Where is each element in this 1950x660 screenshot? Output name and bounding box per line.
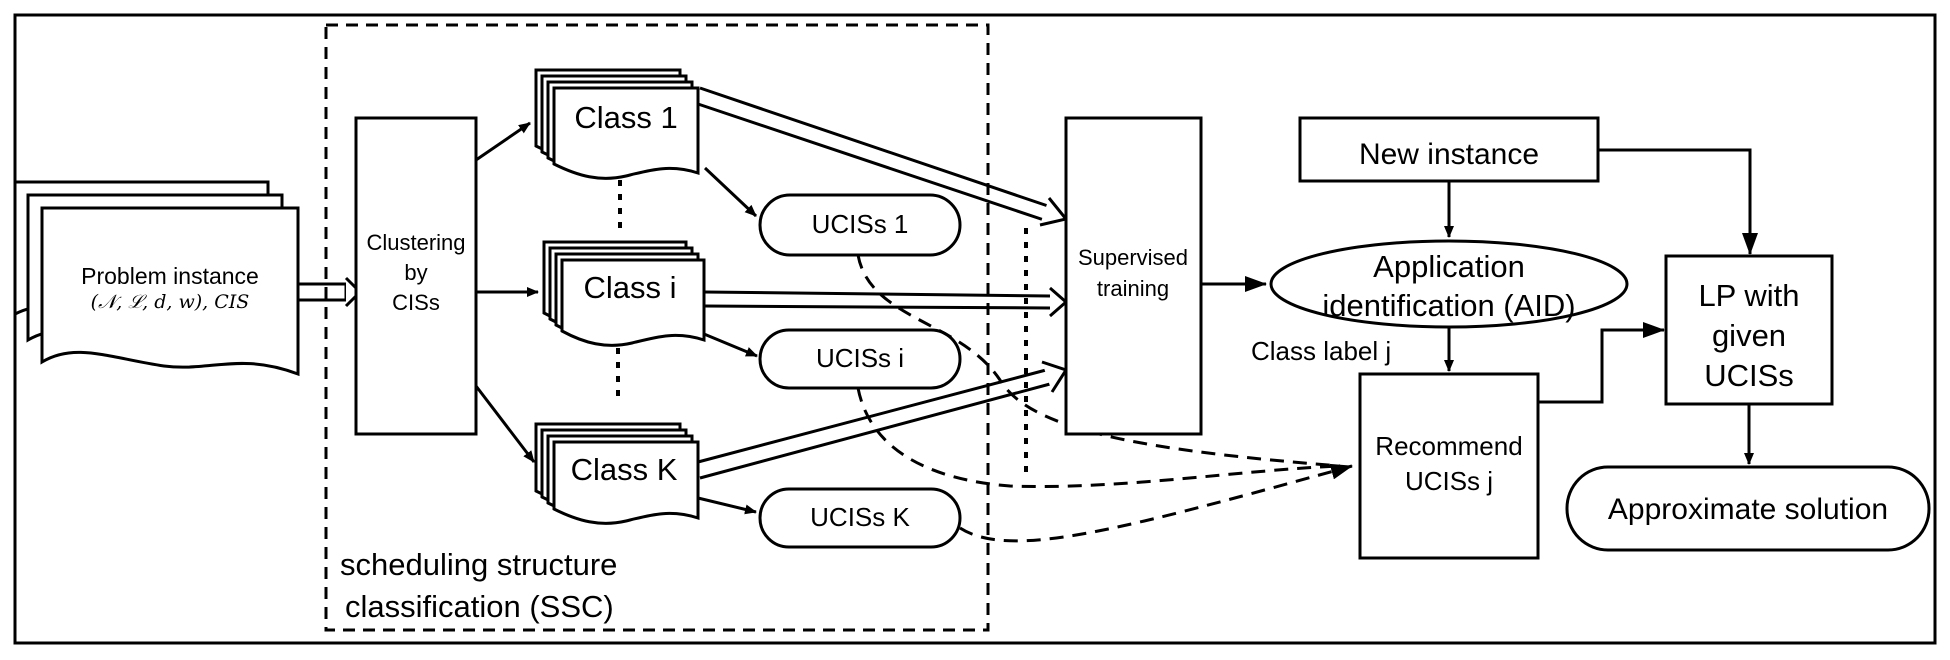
recommend-line1: Recommend: [1375, 431, 1522, 461]
problem-instance-label: Problem instance: [81, 263, 259, 289]
new-instance-label: New instance: [1359, 138, 1539, 171]
recommend-box: [1358, 372, 1540, 560]
supervised-line1: Supervised: [1078, 245, 1188, 270]
ucisi-node: [758, 328, 962, 390]
classK-docs: [534, 422, 700, 525]
supervised-line2: training: [1097, 276, 1169, 301]
aid-line2: identification (AID): [1322, 288, 1575, 323]
arrow-recommend-to-lp: [1538, 322, 1665, 404]
class1-label: Class 1: [574, 100, 677, 135]
ucis1-node: [758, 193, 962, 257]
class-label-j: Class label j: [1251, 336, 1391, 366]
dashed-ucis1-to-recommend: [856, 254, 1341, 468]
clustering-line3: CISs: [392, 290, 440, 315]
dashed-ucisK-to-recommend: [959, 463, 1353, 543]
approx-label: Approximate solution: [1608, 493, 1888, 526]
arrow-classK-to-training: [697, 360, 1069, 480]
ucis1-label: UCISs 1: [812, 209, 909, 239]
ucisK-label: UCISs K: [810, 502, 910, 532]
arrow-clustering-to-classK: [474, 385, 536, 463]
problem-instance-docs: [13, 180, 300, 377]
ucisi-label: UCISs i: [816, 343, 904, 373]
arrow-classi-to-training: [703, 286, 1069, 318]
dashed-ucisi-to-recommend: [856, 387, 1341, 489]
clustering-box: [354, 116, 478, 436]
ssc-label-line1: scheduling structure: [340, 547, 617, 582]
classi-docs: [542, 240, 706, 347]
arrow-class1-to-ucis1: [703, 166, 758, 218]
ucisK-node: [758, 487, 962, 549]
lp-line1: LP with: [1698, 278, 1799, 313]
arrow-classi-to-ucisi: [703, 332, 758, 358]
class1-docs: [534, 68, 700, 180]
aid-line1: Application: [1373, 249, 1525, 284]
lp-line3: UCISs: [1704, 358, 1794, 393]
approx-node: [1565, 465, 1931, 552]
clustering-line1: Clustering: [366, 230, 465, 255]
arrow-instance-to-clustering: [298, 276, 363, 308]
ssc-label-line2: classification (SSC): [345, 589, 614, 624]
arrow-classK-to-ucisK: [697, 496, 757, 515]
new-instance-box: [1298, 116, 1600, 183]
classK-label: Class K: [571, 452, 678, 487]
lp-box: [1664, 254, 1834, 406]
classi-label: Class i: [583, 270, 676, 305]
problem-instance-formula: (𝒩, ℒ, d, w), CIS: [91, 291, 250, 313]
outer-frame: [13, 13, 1937, 645]
arrow-clustering-to-class1: [475, 121, 531, 162]
ssc-region: [324, 23, 990, 632]
lp-line2: given: [1712, 318, 1786, 353]
supervised-training-box: [1064, 116, 1203, 436]
clustering-line2: by: [404, 260, 427, 285]
arrow-newinstance-to-lp: [1598, 148, 1758, 255]
recommend-line2: UCISs j: [1405, 466, 1493, 496]
